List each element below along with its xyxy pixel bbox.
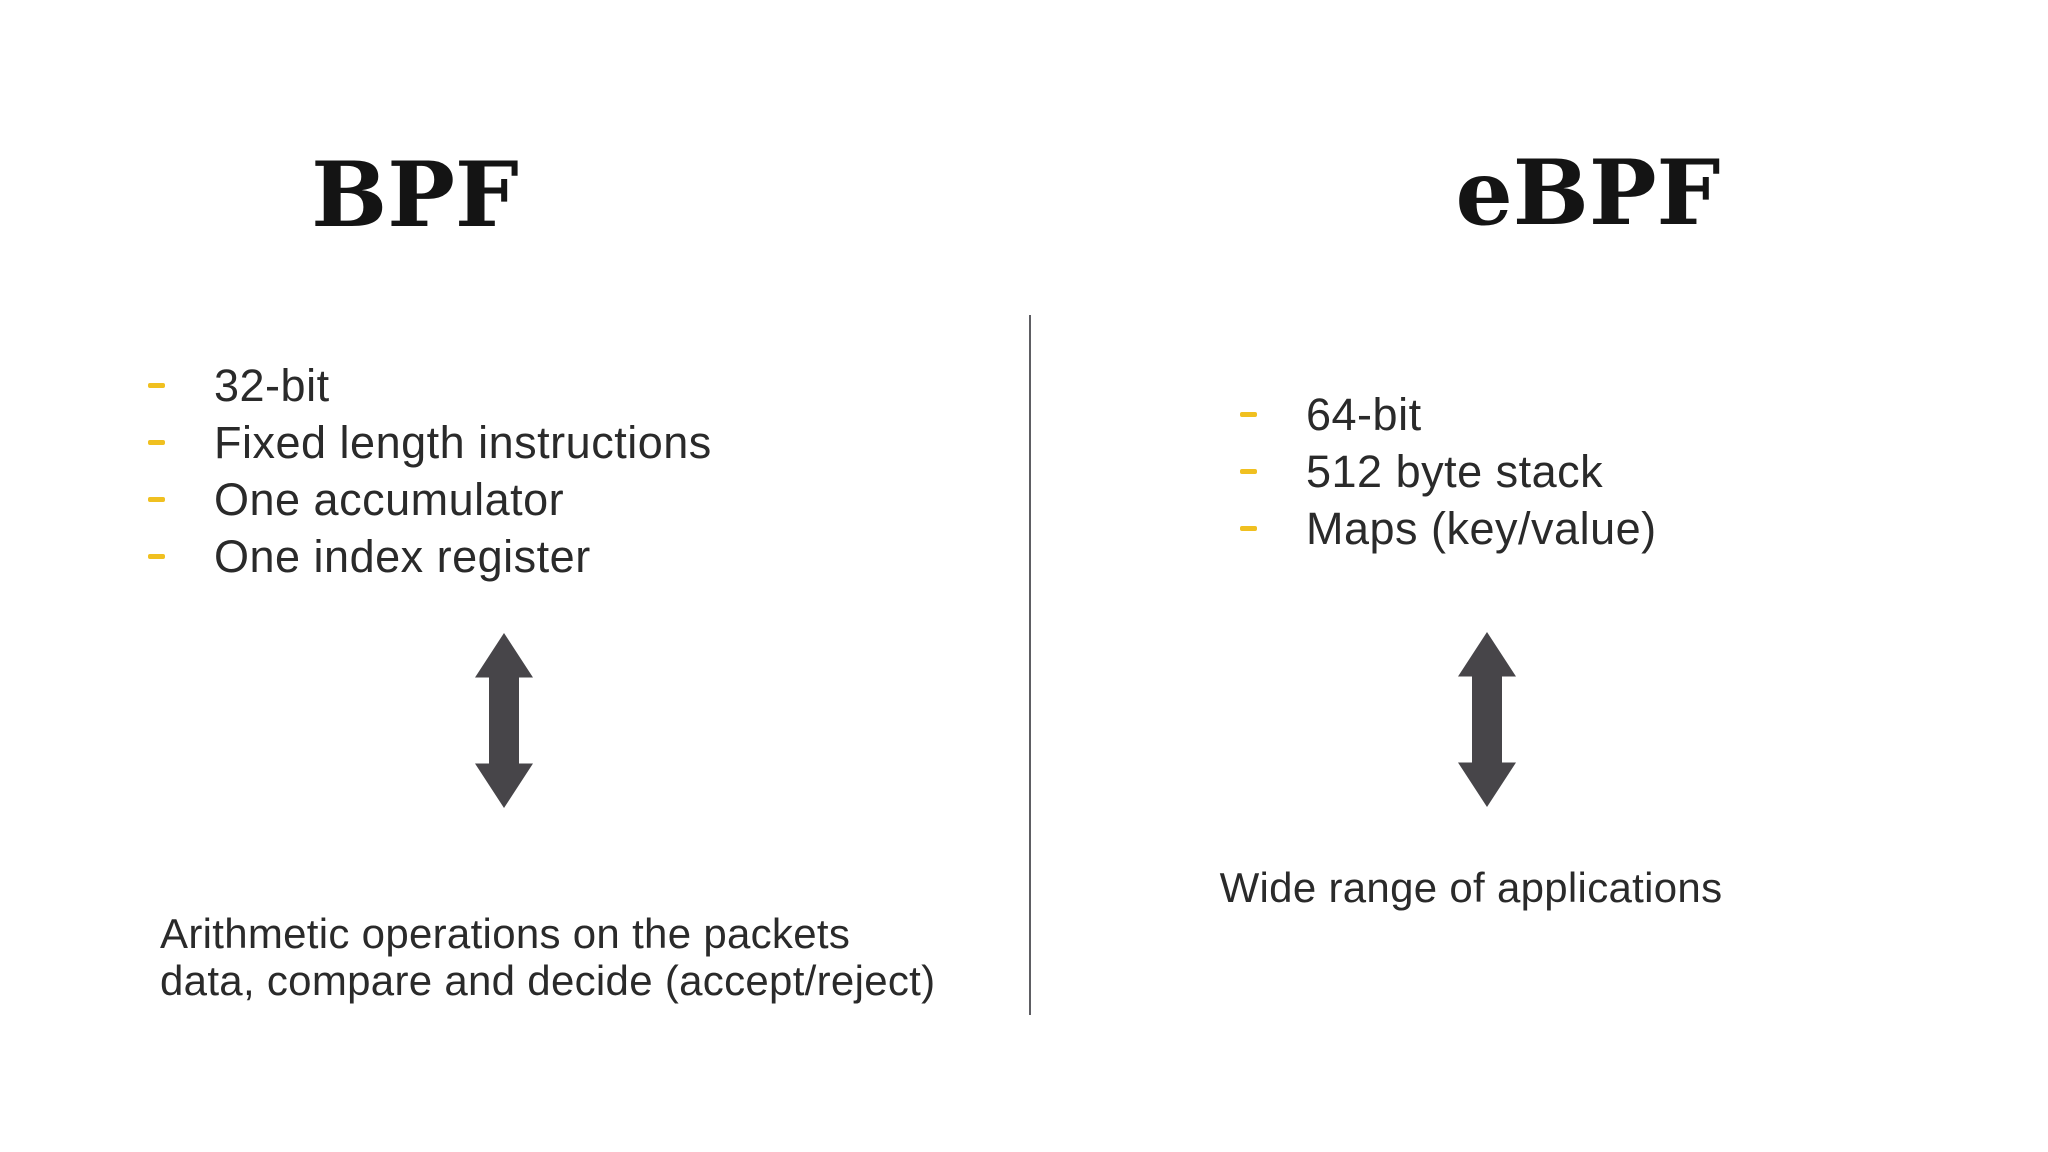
list-item: One accumulator (148, 471, 712, 528)
dash-bullet-icon (148, 383, 165, 388)
bullet-text: 64-bit (1306, 388, 1422, 440)
dash-bullet-icon (148, 497, 165, 502)
left-column-title: BPF (311, 142, 519, 248)
bullet-text: One index register (214, 530, 591, 582)
list-item: Maps (key/value) (1240, 500, 1657, 557)
dash-bullet-icon (148, 554, 165, 559)
vertical-divider-line (1029, 315, 1031, 1015)
list-item: 32-bit (148, 357, 712, 414)
left-bullet-list: 32-bit Fixed length instructions One acc… (148, 357, 712, 585)
right-column-title: eBPF (1455, 140, 1721, 246)
left-caption: Arithmetic operations on the packets dat… (160, 912, 935, 1006)
list-item: 64-bit (1240, 386, 1657, 443)
bullet-text: One accumulator (214, 473, 565, 525)
bullet-text: Fixed length instructions (214, 416, 712, 468)
caption-line: Wide range of applications (1219, 864, 1723, 911)
right-caption: Wide range of applications (1171, 866, 1771, 910)
dash-bullet-icon (1240, 526, 1257, 531)
dash-bullet-icon (1240, 469, 1257, 474)
caption-line: data, compare and decide (accept/reject) (160, 957, 936, 1004)
list-item: Fixed length instructions (148, 414, 712, 471)
bullet-text: Maps (key/value) (1306, 502, 1657, 554)
dash-bullet-icon (148, 440, 165, 445)
right-bullet-list: 64-bit 512 byte stack Maps (key/value) (1240, 386, 1657, 557)
caption-line: Arithmetic operations on the packets (160, 910, 851, 957)
up-down-arrow-icon (475, 633, 533, 808)
up-down-arrow-icon (1458, 632, 1516, 807)
list-item: One index register (148, 528, 712, 585)
bullet-text: 512 byte stack (1306, 445, 1604, 497)
bullet-text: 32-bit (214, 359, 330, 411)
dash-bullet-icon (1240, 412, 1257, 417)
list-item: 512 byte stack (1240, 443, 1657, 500)
